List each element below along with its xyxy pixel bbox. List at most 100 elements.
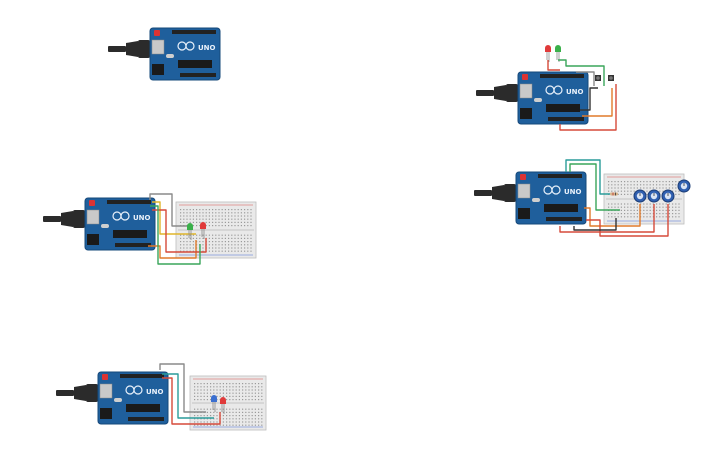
wire-gray[interactable] (576, 71, 595, 86)
arduino-uno-2[interactable]: UNO (43, 197, 156, 251)
breadboard-hole (219, 424, 221, 426)
breadboard-hole (675, 203, 677, 205)
wire-green[interactable] (558, 59, 605, 86)
breadboard-hole (646, 187, 648, 189)
breadboard-hole (652, 181, 654, 183)
wire-gray[interactable] (149, 193, 192, 227)
breadboard-hole (630, 209, 632, 211)
wire-yellow[interactable] (152, 201, 196, 235)
breadboard-hole (219, 389, 221, 391)
breadboard-hole (665, 203, 667, 205)
breadboard-hole (221, 234, 223, 236)
breadboard-hole (636, 187, 638, 189)
crystal (114, 398, 122, 402)
wire-teal[interactable] (565, 159, 610, 195)
wire-black[interactable] (573, 218, 617, 231)
wire-orange[interactable] (584, 204, 641, 227)
breadboard-hole (261, 389, 263, 391)
breadboard-hole (218, 234, 220, 236)
breadboard-hole (196, 215, 198, 217)
breadboard-hole (203, 408, 205, 410)
breadboard-hole (627, 181, 629, 183)
arduino-uno-4[interactable]: UNO (476, 71, 589, 125)
potentiometer-2[interactable] (647, 189, 661, 203)
wire-red[interactable] (152, 209, 207, 253)
pushbutton-1[interactable] (595, 75, 601, 81)
wire-green[interactable] (150, 205, 201, 265)
breadboard-hole (228, 237, 230, 239)
wire-red[interactable] (547, 60, 560, 71)
led-red[interactable] (200, 222, 206, 239)
breadboard-hole (254, 408, 256, 410)
wire-black[interactable] (580, 87, 598, 111)
wire-red[interactable] (559, 204, 655, 233)
breadboard-hole (199, 212, 201, 214)
led-red[interactable] (545, 45, 551, 62)
breadboard-hole (205, 225, 207, 227)
breadboard-hole (247, 212, 249, 214)
power-jack (518, 208, 530, 219)
led-green[interactable] (555, 45, 561, 62)
breadboard-hole (617, 193, 619, 195)
wire-red-2[interactable] (586, 204, 669, 237)
breadboard-hole (202, 244, 204, 246)
led-red[interactable] (220, 397, 226, 414)
breadboard-hole (258, 418, 260, 420)
wire-gray[interactable] (159, 363, 206, 413)
potentiometer-1[interactable] (633, 189, 647, 203)
breadboard-hole (624, 206, 626, 208)
breadboard-3[interactable] (189, 375, 267, 431)
breadboard-hole (196, 221, 198, 223)
wire-red-long[interactable] (559, 84, 617, 131)
breadboard-hole (624, 216, 626, 218)
wire-red[interactable] (162, 377, 221, 425)
led-blue[interactable] (211, 395, 217, 412)
arduino-uno-5[interactable]: UNO (474, 171, 587, 225)
wire-green[interactable] (569, 163, 620, 211)
led-body (200, 225, 206, 229)
breadboard-hole (636, 209, 638, 211)
breadboard-hole (248, 408, 250, 410)
wire-teal[interactable] (162, 373, 214, 419)
potentiometer-3[interactable] (661, 189, 675, 203)
breadboard-hole (212, 215, 214, 217)
breadboard-hole (229, 411, 231, 413)
breadboard-hole (212, 237, 214, 239)
breadboard-hole (678, 216, 680, 218)
breadboard-hole (678, 213, 680, 215)
breadboard-hole (250, 244, 252, 246)
breadboard-hole (208, 250, 210, 252)
breadboard-hole (218, 250, 220, 252)
breadboard-hole (247, 209, 249, 211)
breadboard-hole (250, 215, 252, 217)
breadboard-hole (237, 237, 239, 239)
pushbutton-2[interactable] (608, 75, 614, 81)
breadboard-hole (180, 209, 182, 211)
breadboard-hole (202, 234, 204, 236)
breadboard-hole (630, 184, 632, 186)
breadboard-hole (245, 392, 247, 394)
led-body (545, 48, 551, 52)
breadboard-hole (226, 418, 228, 420)
wire-orange[interactable] (582, 88, 613, 117)
breadboard-hole (672, 216, 674, 218)
led-green[interactable] (187, 223, 193, 240)
breadboard-hole (229, 389, 231, 391)
breadboard-hole (234, 237, 236, 239)
breadboard-hole (237, 221, 239, 223)
breadboard-hole (244, 237, 246, 239)
breadboard-hole (192, 225, 194, 227)
arduino-uno-3[interactable]: UNO (56, 371, 169, 425)
breadboard-hole (226, 424, 228, 426)
breadboard-hole (196, 218, 198, 220)
resistor-1[interactable] (610, 192, 618, 196)
breadboard-hole (672, 209, 674, 211)
arduino-uno-1[interactable]: UNO (108, 27, 221, 81)
breadboard-hole (222, 418, 224, 420)
breadboard-center-gap (192, 402, 264, 404)
potentiometer-4[interactable] (677, 179, 691, 193)
breadboard-hole (254, 411, 256, 413)
breadboard-hole (210, 389, 212, 391)
breadboard-hole (196, 237, 198, 239)
